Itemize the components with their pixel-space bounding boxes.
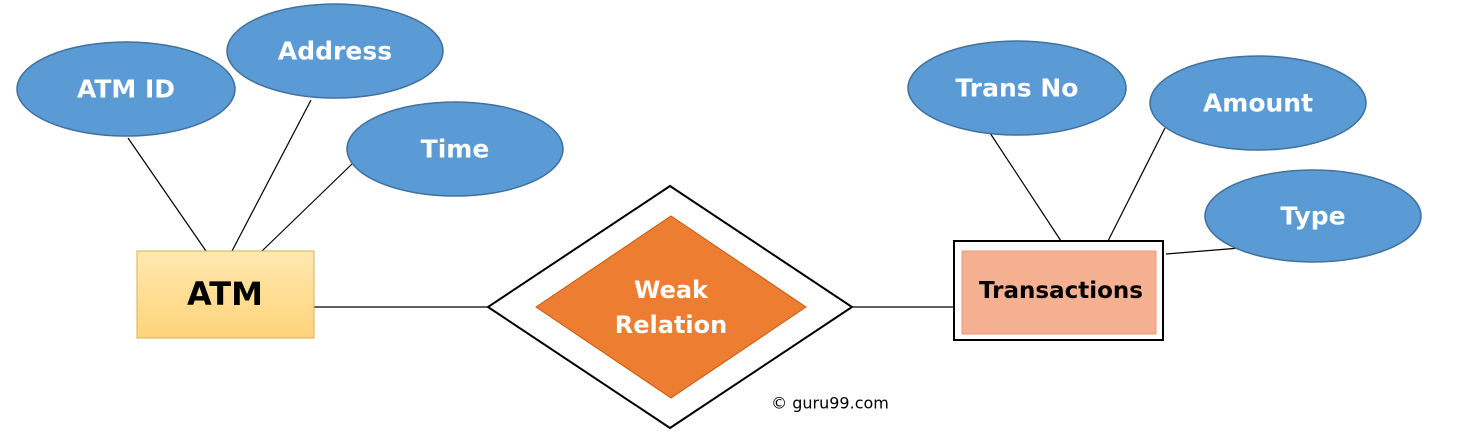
- line-trans-no-to-transactions: [989, 132, 1062, 242]
- relationship-weak-relation: Weak Relation: [486, 184, 854, 430]
- relationship-label-line1: Weak: [634, 276, 709, 304]
- line-atm-id-to-atm: [127, 137, 207, 252]
- attribute-type: Type: [1204, 169, 1422, 263]
- attribute-time: Time: [346, 101, 564, 197]
- relationship-inner-diamond: [535, 215, 807, 399]
- entity-transactions: Transactions: [953, 240, 1164, 341]
- attribute-address-label: Address: [278, 37, 392, 66]
- attribute-amount-label: Amount: [1203, 89, 1313, 118]
- entity-transactions-label: Transactions: [979, 278, 1143, 304]
- attribute-address: Address: [226, 3, 444, 99]
- line-amount-to-transactions: [1107, 127, 1166, 242]
- attribute-atm-id-label: ATM ID: [77, 75, 175, 104]
- relationship-label-line2: Relation: [615, 311, 727, 339]
- entity-atm: ATM: [136, 250, 315, 339]
- attribute-atm-id: ATM ID: [16, 41, 236, 137]
- copyright-text: © guru99.com: [771, 394, 889, 413]
- line-time-to-atm: [261, 163, 353, 252]
- attribute-type-label: Type: [1280, 202, 1345, 231]
- attribute-time-label: Time: [421, 135, 490, 164]
- line-address-to-atm: [231, 99, 312, 252]
- line-type-to-transactions: [1165, 247, 1241, 255]
- attribute-trans-no-label: Trans No: [956, 74, 1079, 103]
- attribute-trans-no: Trans No: [907, 40, 1127, 136]
- attribute-amount: Amount: [1149, 55, 1367, 151]
- entity-atm-label: ATM: [187, 275, 263, 313]
- entity-transactions-inner-box: [961, 250, 1157, 335]
